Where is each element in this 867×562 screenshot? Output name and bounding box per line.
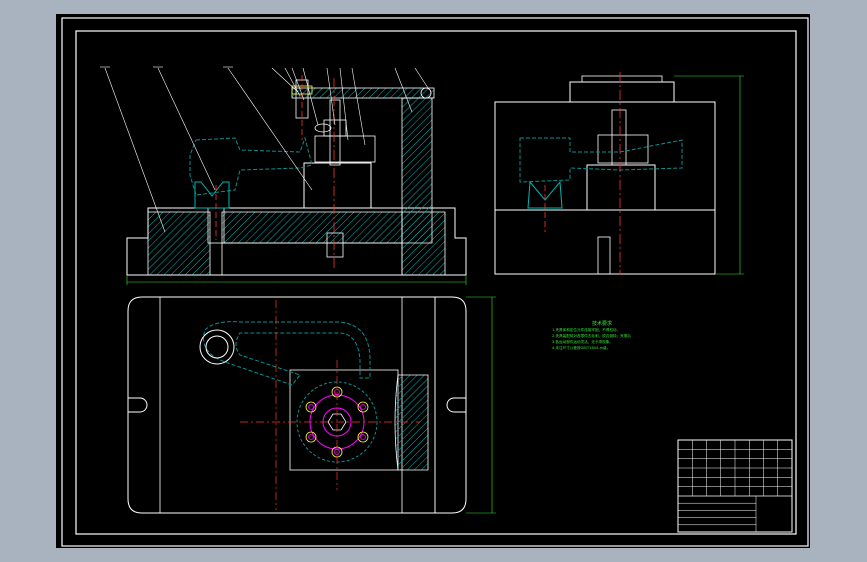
top-bore-inner <box>205 335 229 359</box>
note-line-3: 3.各运动部件运动灵活，无卡滞现象。 <box>552 339 613 344</box>
bolt-hole-inner <box>308 434 314 440</box>
bolt-hole <box>357 401 369 413</box>
bolt-hole-inner <box>308 404 314 410</box>
title-block <box>677 439 793 533</box>
workpiece <box>303 162 372 209</box>
base-bottom-recess <box>221 242 403 276</box>
bolt-hole-inner <box>334 449 340 455</box>
v-block <box>194 181 230 209</box>
clamp-nut <box>323 119 347 137</box>
slot-right <box>446 397 466 413</box>
top-base-outline <box>127 296 467 514</box>
outer-border <box>61 17 809 547</box>
part-leaders <box>100 66 429 233</box>
base-hatch-left <box>147 211 211 276</box>
base-bolt <box>326 232 344 258</box>
top-workpiece-arm <box>203 321 371 386</box>
washer <box>314 123 332 133</box>
flange-bolt-holes <box>305 386 369 458</box>
notes-heading: 技术要求 <box>592 320 612 327</box>
top-bore-outer <box>199 329 235 365</box>
top-clamp-block <box>394 374 429 471</box>
workpiece-outline <box>189 136 313 196</box>
side-view <box>494 72 744 275</box>
clamp-bolt <box>329 99 341 166</box>
note-line-1: 1.夹具体和定位元件连接牢固，不得松动， <box>552 327 620 332</box>
side-bolt <box>611 109 627 166</box>
technical-notes: 技术要求 1.夹具体和定位元件连接牢固，不得松动， 2.夹具装配前对各零件去毛刺… <box>552 320 631 350</box>
front-section-view <box>100 66 467 285</box>
side-workpiece-outline <box>519 137 683 183</box>
bolt-hole <box>305 401 317 413</box>
clamp-arm <box>291 87 435 99</box>
bolt-hole <box>305 431 317 443</box>
support-column <box>401 97 433 244</box>
side-v-block <box>527 180 563 209</box>
side-clamp <box>597 134 649 164</box>
side-top-cap <box>581 75 663 83</box>
base-hatch-main <box>221 211 403 244</box>
note-line-2: 2.夹具装配前对各零件去毛刺，锐边倒钝；夹紧后 <box>552 333 631 338</box>
slot-left <box>128 397 148 413</box>
arm-pivot <box>420 87 432 99</box>
note-line-4: 4.未注尺寸公差按GB/T1804-m级。 <box>552 345 610 350</box>
drawing-sheet <box>56 14 810 548</box>
top-view <box>127 296 496 514</box>
bolt-hole <box>357 431 369 443</box>
inner-border <box>75 30 797 535</box>
bolt-hole-inner <box>360 404 366 410</box>
side-slot <box>597 236 611 275</box>
bolt-hole-inner <box>360 434 366 440</box>
